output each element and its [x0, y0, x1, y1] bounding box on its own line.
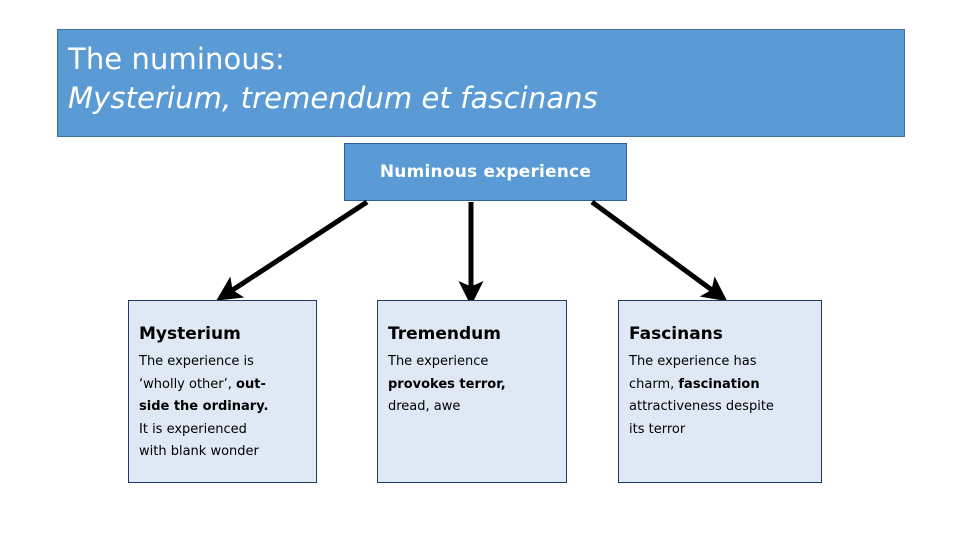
root-node-label: Numinous experience — [379, 162, 592, 182]
branch-body-mysterium: The experience is‘wholly other’, out-sid… — [139, 354, 269, 459]
root-node-numinous-experience: Numinous experience — [344, 143, 627, 201]
arrow-to-fascinans-icon — [590, 199, 728, 302]
branch-box-mysterium: Mysterium The experience is‘wholly other… — [128, 300, 317, 483]
title-banner: The numinous: Mysterium, tremendum et fa… — [57, 29, 905, 137]
title-line-1: The numinous: — [68, 42, 285, 76]
branch-title-fascinans: Fascinans — [629, 324, 723, 344]
title-line-2: Mysterium, tremendum et fascinans — [68, 81, 598, 115]
branch-title-mysterium: Mysterium — [139, 324, 241, 344]
arrow-to-mysterium-icon — [216, 199, 369, 301]
branch-title-tremendum: Tremendum — [388, 324, 501, 344]
